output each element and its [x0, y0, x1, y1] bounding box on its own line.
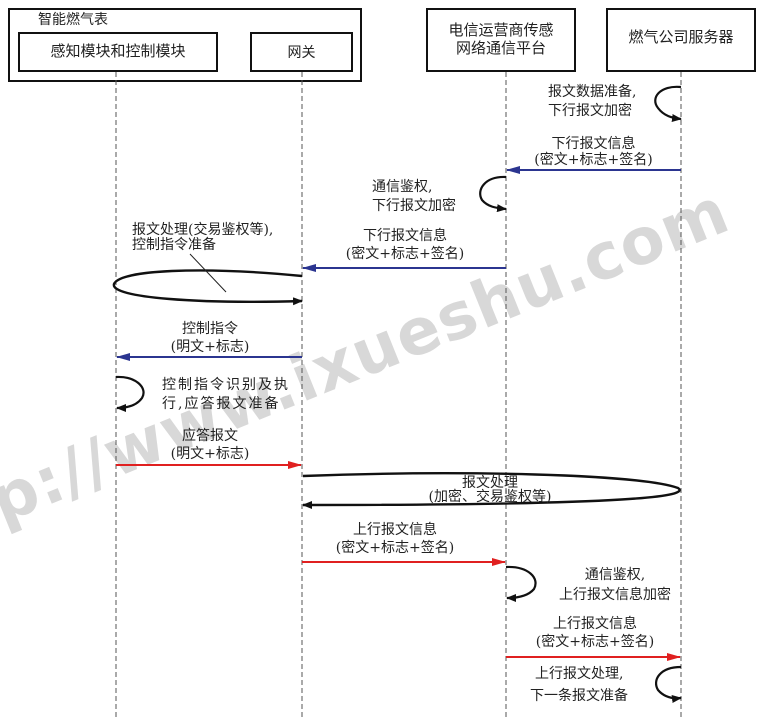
- self-loop-platform-auth-down: [479, 175, 507, 213]
- msg12-line1: 上行报文信息: [553, 616, 637, 632]
- msg7-line2: 行,应答报文准备: [162, 396, 281, 412]
- self-loop-server-next: [655, 665, 682, 703]
- msg5-line1: 报文处理(交易鉴权等),: [132, 222, 274, 238]
- msg12-line2: (密文+标志+签名): [535, 634, 655, 650]
- msg13-line2: 下一条报文准备: [530, 688, 628, 704]
- sensing-control-module-label: 感知模块和控制模块: [50, 42, 186, 60]
- msg8-line1: 应答报文: [182, 428, 238, 444]
- msg8-line2: (明文+标志): [170, 446, 250, 462]
- msg4-line2: (密文+标志+签名): [345, 246, 465, 262]
- msg1-line1: 报文数据准备,: [548, 84, 637, 100]
- self-loop-gas-server-prepare: [654, 85, 682, 122]
- msg1-line2: 下行报文加密: [548, 103, 632, 119]
- gateway-label: 网关: [287, 45, 316, 61]
- msg5-line2: 控制指令准备: [132, 237, 216, 253]
- msg3-line1: 通信鉴权,: [372, 179, 433, 195]
- msg2-line2: (密文+标志+签名): [534, 152, 653, 168]
- smart-gas-meter-label: 智能燃气表: [38, 12, 108, 28]
- msg4-line1: 下行报文信息: [363, 228, 447, 244]
- loop-gateway-processing: [112, 269, 303, 306]
- msg3-line2: 下行报文加密: [372, 198, 456, 214]
- msg7-line1: 控制指令识别及执: [162, 377, 290, 393]
- telecom-platform-label-line1: 电信运营商传感: [448, 21, 554, 39]
- msg10-line1: 上行报文信息: [353, 522, 437, 538]
- msg11-line2: 上行报文信息加密: [559, 587, 671, 603]
- self-loop-platform-auth-up: [505, 565, 537, 602]
- msg6-line1: 控制指令: [182, 321, 238, 337]
- msg11-line1: 通信鉴权,: [584, 567, 646, 583]
- sensing-control-module-box: [18, 32, 218, 72]
- msg10-line2: (密文+标志+签名): [335, 540, 455, 556]
- gateway-box: [250, 32, 353, 72]
- msg13-line1: 上行报文处理,: [535, 666, 624, 682]
- telecom-platform-label-line2: 网络通信平台: [455, 39, 546, 57]
- msg9-line1: 报文处理: [462, 475, 518, 491]
- gas-company-server-label: 燃气公司服务器: [628, 28, 734, 46]
- self-loop-sensing-execute: [115, 375, 145, 412]
- callout-pointer: [189, 253, 227, 293]
- msg6-line2: (明文+标志): [170, 339, 250, 355]
- loop-gateway-encryption: [302, 472, 681, 509]
- telecom-platform-box: [426, 8, 576, 72]
- gas-company-server-box: [606, 8, 756, 72]
- msg2-line1: 下行报文信息: [551, 136, 636, 152]
- msg9-line2: (加密、交易鉴权等): [428, 489, 552, 505]
